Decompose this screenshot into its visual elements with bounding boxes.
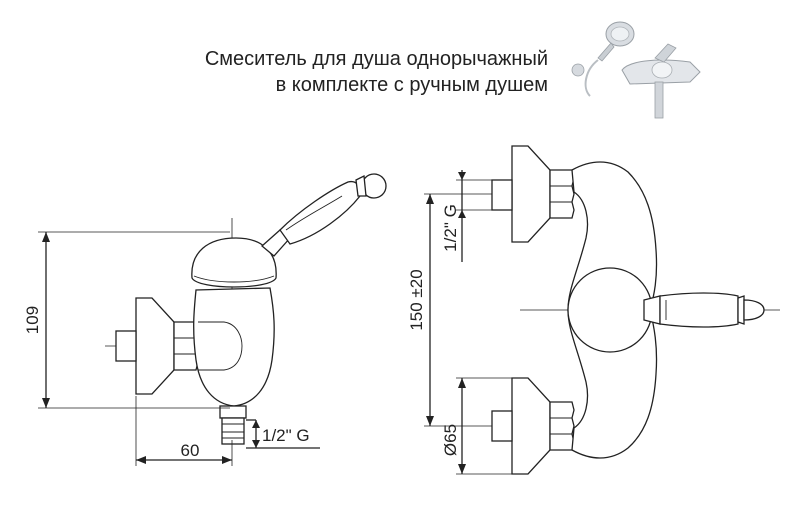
product-title: Смеситель для душа однорычажный в компле… <box>205 46 548 98</box>
flange-diameter-label: Ø65 <box>441 424 460 456</box>
side-mixer-body <box>193 287 275 407</box>
front-lower-hex-nut <box>549 401 575 451</box>
front-view: 1/2" G 150 ±20 Ø65 <box>407 145 780 475</box>
title-line-2: в комплекте с ручным душем <box>275 74 548 96</box>
side-outlet-thread <box>221 417 245 445</box>
height-dimension-label: 109 <box>23 306 42 334</box>
shower-mixer-photo-icon <box>571 21 701 119</box>
outlet-thread-label: 1/2" G <box>262 426 310 445</box>
front-lever-handle <box>659 292 739 328</box>
depth-dimension-label: 60 <box>181 441 200 460</box>
title-line-1: Смеситель для душа однорычажный <box>204 48 548 70</box>
spacing-dimension-label: 150 ±20 <box>407 269 426 330</box>
side-wall-flange <box>135 297 175 395</box>
side-view: 109 60 1/2" G <box>23 173 387 466</box>
front-upper-inlet-stub <box>491 179 513 211</box>
front-lower-flange <box>511 377 551 475</box>
front-lower-inlet-stub <box>491 410 513 442</box>
front-upper-hex-nut <box>549 169 575 219</box>
front-lever-neck <box>643 295 661 325</box>
side-lever-handle <box>279 180 362 245</box>
front-upper-flange <box>511 145 551 243</box>
front-lever-knob <box>743 299 765 321</box>
side-inlet-stub <box>115 330 137 362</box>
front-cartridge-dome <box>567 267 653 353</box>
inlet-thread-label: 1/2" G <box>441 204 460 252</box>
